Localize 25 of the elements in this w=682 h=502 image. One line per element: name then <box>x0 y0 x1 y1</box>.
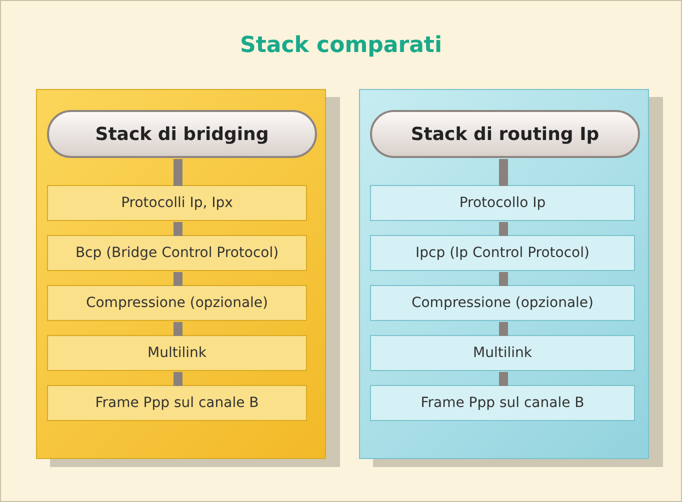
connector-tab <box>499 322 508 336</box>
protocol-layer: Frame Ppp sul canale B <box>370 385 635 421</box>
connector-tab <box>174 222 182 236</box>
connector-tab <box>499 222 508 236</box>
connector-tab <box>174 322 182 336</box>
protocol-layer: Protocollo Ip <box>370 185 635 221</box>
connector-tab <box>174 372 182 386</box>
diagram-title: Stack comparati <box>239 33 443 58</box>
connector-tab <box>499 272 508 286</box>
stack-heading: Stack di routing Ip <box>370 110 640 158</box>
protocol-layer: Ipcp (Ip Control Protocol) <box>370 235 635 271</box>
stack-panel <box>359 89 649 459</box>
protocol-layer: Protocolli Ip, Ipx <box>47 185 307 221</box>
protocol-layer: Multilink <box>47 335 307 371</box>
stack-panel <box>36 89 326 459</box>
protocol-layer: Frame Ppp sul canale B <box>47 385 307 421</box>
protocol-layer: Bcp (Bridge Control Protocol) <box>47 235 307 271</box>
stack-heading: Stack di bridging <box>47 110 317 158</box>
protocol-layer: Compressione (opzionale) <box>370 285 635 321</box>
protocol-layer: Compressione (opzionale) <box>47 285 307 321</box>
connector-tab <box>174 159 182 186</box>
connector-tab <box>499 372 508 386</box>
protocol-layer: Multilink <box>370 335 635 371</box>
connector-tab <box>499 159 508 186</box>
connector-tab <box>174 272 182 286</box>
